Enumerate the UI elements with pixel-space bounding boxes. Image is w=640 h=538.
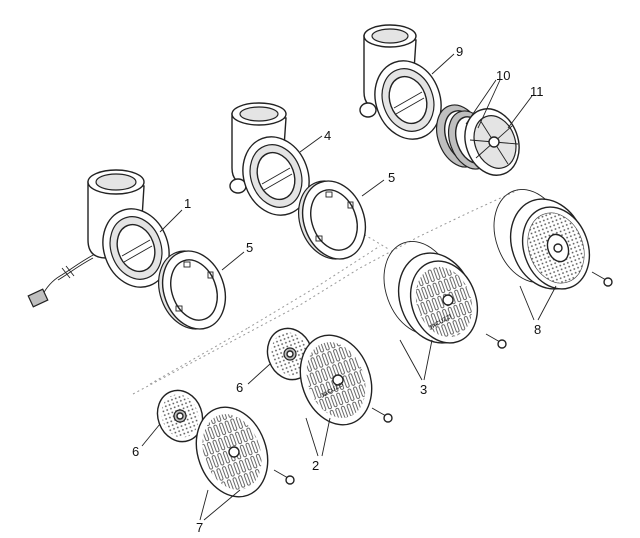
callout-9: 9 — [456, 44, 463, 59]
callout-labels: 1 5 4 5 9 10 11 3 8 6 6 2 7 — [132, 44, 544, 535]
jet-cover-3: JACUZZI — [383, 240, 479, 344]
screws — [273, 271, 613, 485]
jet-body-4 — [229, 102, 310, 216]
callout-5-upper: 5 — [388, 170, 395, 185]
callout-10: 10 — [496, 68, 510, 83]
callout-6-lower: 6 — [132, 444, 139, 459]
jet-cover-8 — [493, 188, 591, 290]
callout-11: 11 — [530, 84, 544, 99]
callout-4: 4 — [324, 128, 331, 143]
callout-2: 2 — [312, 458, 319, 473]
grille-cover-7 — [195, 406, 269, 498]
nozzle-disc-6-lower — [156, 389, 204, 443]
retaining-ring-5-upper — [298, 180, 367, 260]
grille-cover-2: JACUZZI — [299, 334, 373, 426]
callout-6-upper: 6 — [236, 380, 243, 395]
callout-3: 3 — [420, 382, 427, 397]
jet-insert-11 — [464, 108, 520, 176]
callout-1: 1 — [184, 196, 191, 211]
jet-body-1 — [27, 169, 170, 308]
retaining-ring-5-lower — [158, 250, 227, 330]
callout-5-lower: 5 — [246, 240, 253, 255]
leader-lines — [141, 53, 557, 521]
jet-body-9 — [359, 24, 442, 140]
callout-7: 7 — [196, 520, 203, 535]
callout-8: 8 — [534, 322, 541, 337]
